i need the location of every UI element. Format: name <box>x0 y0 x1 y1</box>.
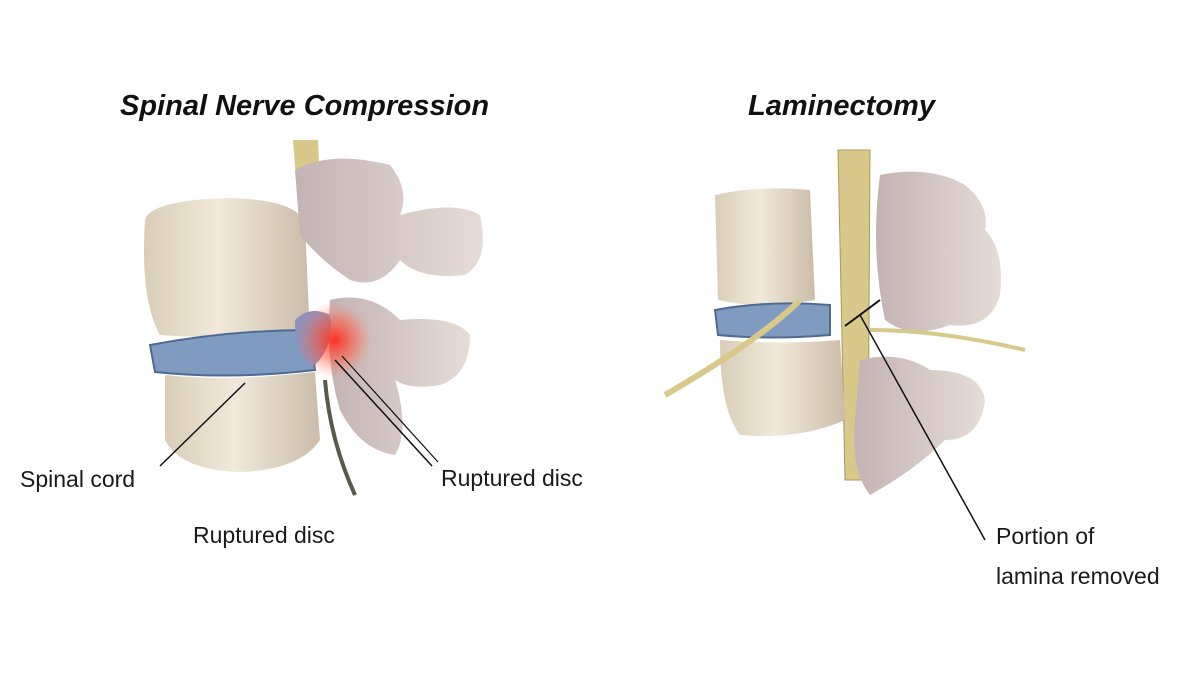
lower-vertebral-body-right <box>720 340 845 436</box>
inflammation-glow <box>297 302 373 378</box>
left-spine-illustration <box>144 140 483 496</box>
lamina-label-line2: lamina removed <box>996 563 1160 589</box>
spinal-cord-leader-line <box>159 382 246 467</box>
left-nerve-root <box>663 297 803 398</box>
upper-spinous-process-right <box>876 171 1001 332</box>
lamina-marker <box>844 299 881 327</box>
upper-vertebral-body <box>144 198 310 338</box>
ruptured-disc-label-bottom: Ruptured disc <box>193 522 335 548</box>
ruptured-disc-label-right: Ruptured disc <box>441 465 583 491</box>
lower-spinous-process-right <box>854 356 985 495</box>
right-spine-illustration <box>663 149 1026 541</box>
upper-vertebral-body-right <box>715 188 815 305</box>
intervertebral-disc <box>148 328 317 377</box>
lamina-leader-line <box>859 314 986 541</box>
right-nerve-root <box>869 328 1026 352</box>
spinal-cord-label: Spinal cord <box>20 466 136 492</box>
left-panel-title: Spinal Nerve Compression <box>120 90 490 122</box>
right-panel-title: Laminectomy <box>748 90 935 122</box>
ruptured-disc-leader-line <box>334 359 433 467</box>
nerve-root <box>323 379 357 496</box>
lower-vertebral-body <box>165 372 320 472</box>
upper-spinous-process <box>295 158 483 283</box>
lamina-label-line1: Portion of <box>996 523 1095 549</box>
